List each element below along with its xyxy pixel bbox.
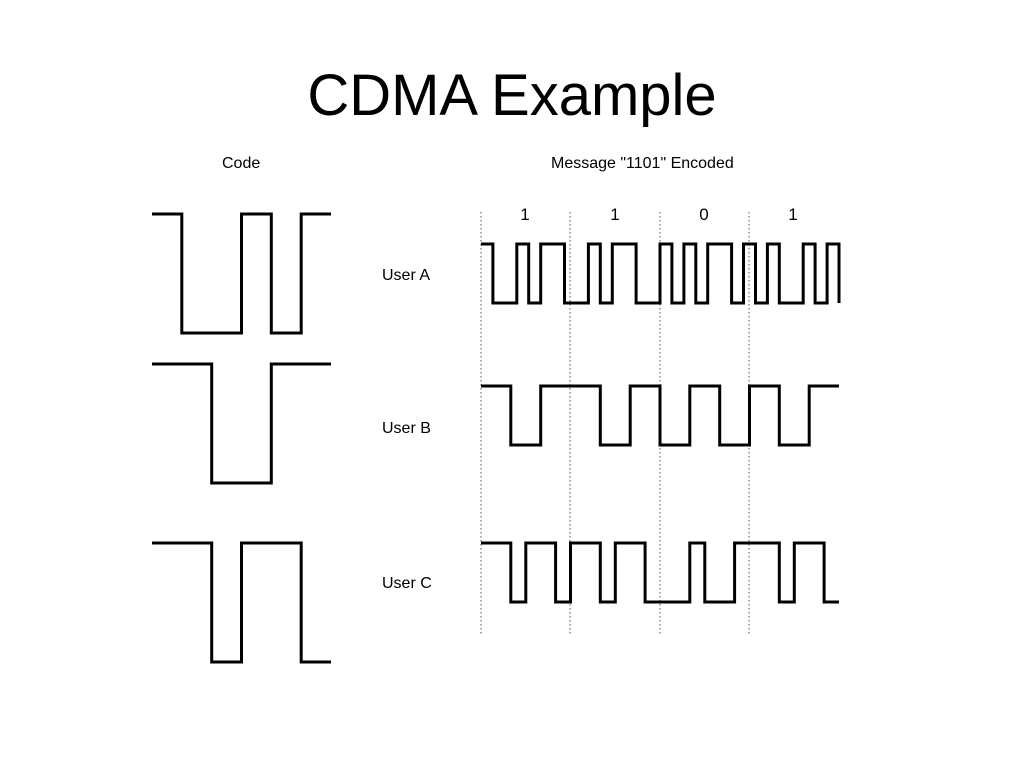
user-c-code-waveform xyxy=(152,541,331,664)
user-c-encoded-waveform xyxy=(481,541,839,604)
message-column-header: Message "1101" Encoded xyxy=(551,155,734,172)
encoded-waveforms xyxy=(481,242,841,604)
user-a-label: User A xyxy=(382,267,431,284)
user-c-label: User C xyxy=(382,575,432,592)
slide-title: CDMA Example xyxy=(307,63,717,128)
user-b-encoded-waveform xyxy=(481,384,839,447)
user-b-label: User B xyxy=(382,420,431,437)
code-waveforms xyxy=(152,212,331,664)
message-bit-2: 1 xyxy=(610,205,620,224)
message-bit-4: 1 xyxy=(788,205,798,224)
message-bit-1: 1 xyxy=(520,205,530,224)
message-bit-3: 0 xyxy=(699,205,709,224)
code-column-header: Code xyxy=(222,155,261,172)
user-b-code-waveform xyxy=(152,362,331,485)
user-a-encoded-waveform xyxy=(481,242,841,305)
user-a-code-waveform xyxy=(152,212,331,335)
